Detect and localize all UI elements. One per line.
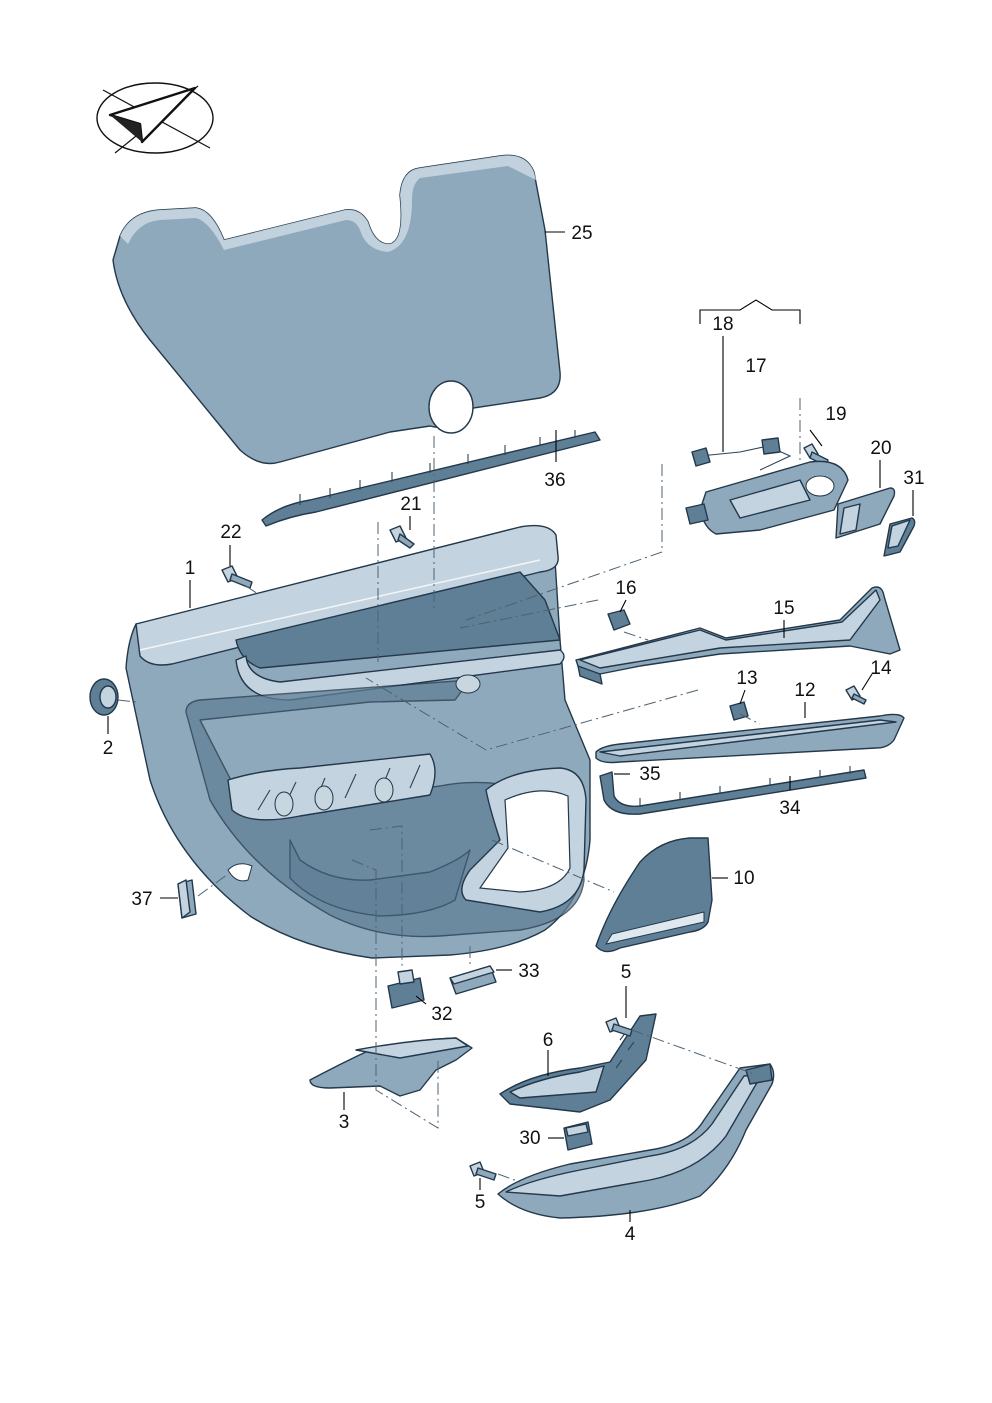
label-6: 6 bbox=[543, 1030, 554, 1051]
label-30: 30 bbox=[519, 1128, 540, 1149]
label-3: 3 bbox=[339, 1112, 350, 1133]
label-32: 32 bbox=[431, 1004, 452, 1025]
part-3-pocket bbox=[309, 1037, 473, 1097]
label-37: 37 bbox=[131, 889, 152, 910]
label-12: 12 bbox=[794, 680, 815, 701]
part-10-speaker-grille bbox=[595, 837, 713, 953]
part-1-door-trim-panel bbox=[125, 524, 591, 959]
part-13-clip bbox=[729, 701, 749, 721]
part-5-screw-lower bbox=[469, 1161, 497, 1181]
label-19: 19 bbox=[825, 404, 846, 425]
part-31-cover bbox=[883, 517, 916, 557]
part-15-trim-strip bbox=[575, 586, 901, 685]
part-36-seal-strip bbox=[261, 430, 601, 527]
part-17-handle-housing bbox=[685, 460, 849, 535]
label-14: 14 bbox=[870, 658, 892, 679]
leader-lines bbox=[107, 231, 914, 1222]
label-13: 13 bbox=[736, 668, 757, 689]
part-33-module bbox=[449, 965, 497, 995]
label-18: 18 bbox=[712, 314, 733, 335]
orientation-arrow-icon bbox=[96, 82, 214, 154]
label-22: 22 bbox=[220, 522, 241, 543]
label-10: 10 bbox=[733, 868, 754, 889]
label-33: 33 bbox=[518, 961, 539, 982]
label-34: 34 bbox=[779, 798, 801, 819]
part-5-screw-upper bbox=[605, 1017, 633, 1037]
label-16: 16 bbox=[615, 578, 636, 599]
part-22-screw bbox=[221, 565, 253, 589]
part-12-trim-strip bbox=[595, 713, 905, 764]
part-4-grab-trim bbox=[497, 1063, 775, 1219]
label-5-upper: 5 bbox=[621, 962, 632, 983]
label-1: 1 bbox=[185, 558, 196, 579]
part-30-switch bbox=[563, 1121, 593, 1151]
label-15: 15 bbox=[773, 598, 794, 619]
label-31: 31 bbox=[903, 468, 924, 489]
label-20: 20 bbox=[870, 438, 891, 459]
assembly-lines bbox=[117, 398, 801, 1183]
part-labels: 1 2 3 4 5 5 6 10 12 13 14 15 16 17 18 19… bbox=[103, 223, 925, 1245]
part-21-screw bbox=[389, 525, 415, 549]
part-25-panel bbox=[112, 154, 561, 465]
label-4: 4 bbox=[625, 1224, 636, 1245]
part-14-screw bbox=[845, 685, 867, 705]
label-21: 21 bbox=[400, 494, 421, 515]
label-25: 25 bbox=[571, 223, 592, 244]
label-5-lower: 5 bbox=[475, 1192, 486, 1213]
part-37-cap bbox=[177, 879, 197, 919]
part-34-seal-strip bbox=[599, 766, 867, 815]
part-6-bracket bbox=[499, 1013, 657, 1113]
part-2-clip bbox=[89, 678, 119, 716]
part-20-bezel bbox=[835, 487, 896, 539]
part-16-clip bbox=[607, 609, 631, 631]
label-35: 35 bbox=[639, 764, 660, 785]
label-17: 17 bbox=[745, 356, 766, 377]
label-36: 36 bbox=[544, 470, 565, 491]
label-2: 2 bbox=[103, 738, 114, 759]
pull-cylinders bbox=[274, 674, 481, 817]
part-32-switch bbox=[387, 969, 425, 1009]
part-18-cable bbox=[691, 437, 792, 471]
